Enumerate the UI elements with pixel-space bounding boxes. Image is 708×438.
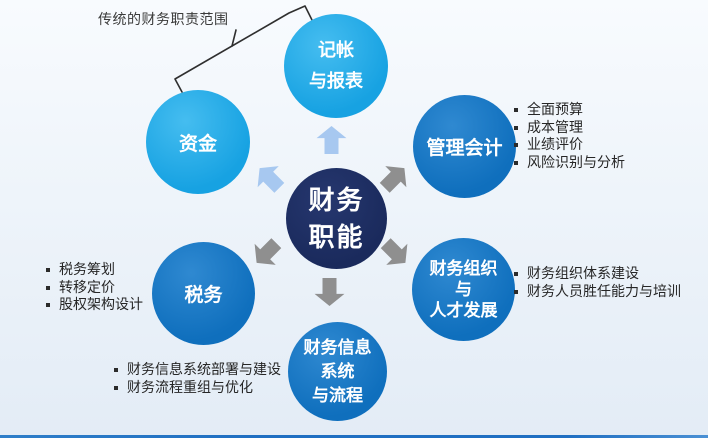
arrow-down-icon xyxy=(314,278,345,306)
node-label-line: 与报表 xyxy=(309,71,363,91)
tax-bullets: 税务筹划 转移定价 股权架构设计 xyxy=(46,261,143,314)
node-label-line: 人才发展 xyxy=(429,301,498,320)
node-label-line: 税务 xyxy=(184,285,223,306)
bullet-item: 股权架构设计 xyxy=(46,296,143,314)
bullet-item: 全面预算 xyxy=(514,101,625,119)
node-label-line: 财务组织 xyxy=(429,259,498,278)
node-info-system-process: 财务信息 系统 与流程 xyxy=(288,322,387,421)
node-org-talent-development: 财务组织 与 人才发展 xyxy=(412,238,515,341)
traditional-scope-label: 传统的财务职责范围 xyxy=(98,11,229,27)
bullet-item: 财务信息系统部署与建设 xyxy=(114,361,281,379)
node-label-line: 系统 xyxy=(320,361,355,381)
bullet-item: 财务流程重组与优化 xyxy=(114,379,281,397)
bullet-text: 财务流程重组与优化 xyxy=(127,378,253,395)
center-label-line: 职能 xyxy=(308,221,365,252)
node-label-line: 管理会计 xyxy=(426,138,503,159)
bullet-text: 财务人员胜任能力与培训 xyxy=(527,282,681,299)
bullet-text: 成本管理 xyxy=(527,118,583,135)
bullet-item: 成本管理 xyxy=(514,119,625,137)
org-talent-bullets: 财务组织体系建设 财务人员胜任能力与培训 xyxy=(514,265,681,300)
node-label-line: 财务信息 xyxy=(303,337,372,357)
node-label-line: 与流程 xyxy=(312,385,363,405)
bullet-text: 股权架构设计 xyxy=(59,296,143,312)
bullet-text: 业绩评价 xyxy=(527,136,583,152)
node-label-line: 资金 xyxy=(178,133,217,155)
node-label-line: 与 xyxy=(455,280,472,299)
bullet-item: 财务人员胜任能力与培训 xyxy=(514,283,681,301)
management-accounting-bullets: 全面预算 成本管理 业绩评价 风险识别与分析 xyxy=(514,101,625,171)
bullet-item: 转移定价 xyxy=(46,279,143,297)
bullet-text: 财务信息系统部署与建设 xyxy=(127,361,281,377)
node-tax: 税务 xyxy=(152,242,255,345)
info-system-bullets: 财务信息系统部署与建设 财务流程重组与优化 xyxy=(114,361,281,396)
bullet-item: 风险识别与分析 xyxy=(514,154,625,172)
center-label-line: 财务 xyxy=(308,184,365,215)
bullet-item: 业绩评价 xyxy=(514,136,625,154)
node-management-accounting: 管理会计 xyxy=(413,95,516,198)
bullet-item: 财务组织体系建设 xyxy=(514,265,681,283)
bullet-text: 转移定价 xyxy=(59,278,115,295)
node-bookkeeping-reports: 记帐 与报表 xyxy=(284,14,388,118)
bullet-text: 财务组织体系建设 xyxy=(527,265,639,281)
bullet-text: 税务筹划 xyxy=(59,261,115,277)
node-funds: 资金 xyxy=(146,90,250,194)
bullet-text: 全面预算 xyxy=(527,101,583,117)
center-node-finance-functions: 财务 职能 xyxy=(286,168,387,269)
slide-bottom-accent-bar xyxy=(0,435,708,438)
arrow-up-icon xyxy=(316,126,347,154)
node-label-line: 记帐 xyxy=(318,40,354,60)
bullet-item: 税务筹划 xyxy=(46,261,143,279)
bullet-text: 风险识别与分析 xyxy=(527,153,625,170)
